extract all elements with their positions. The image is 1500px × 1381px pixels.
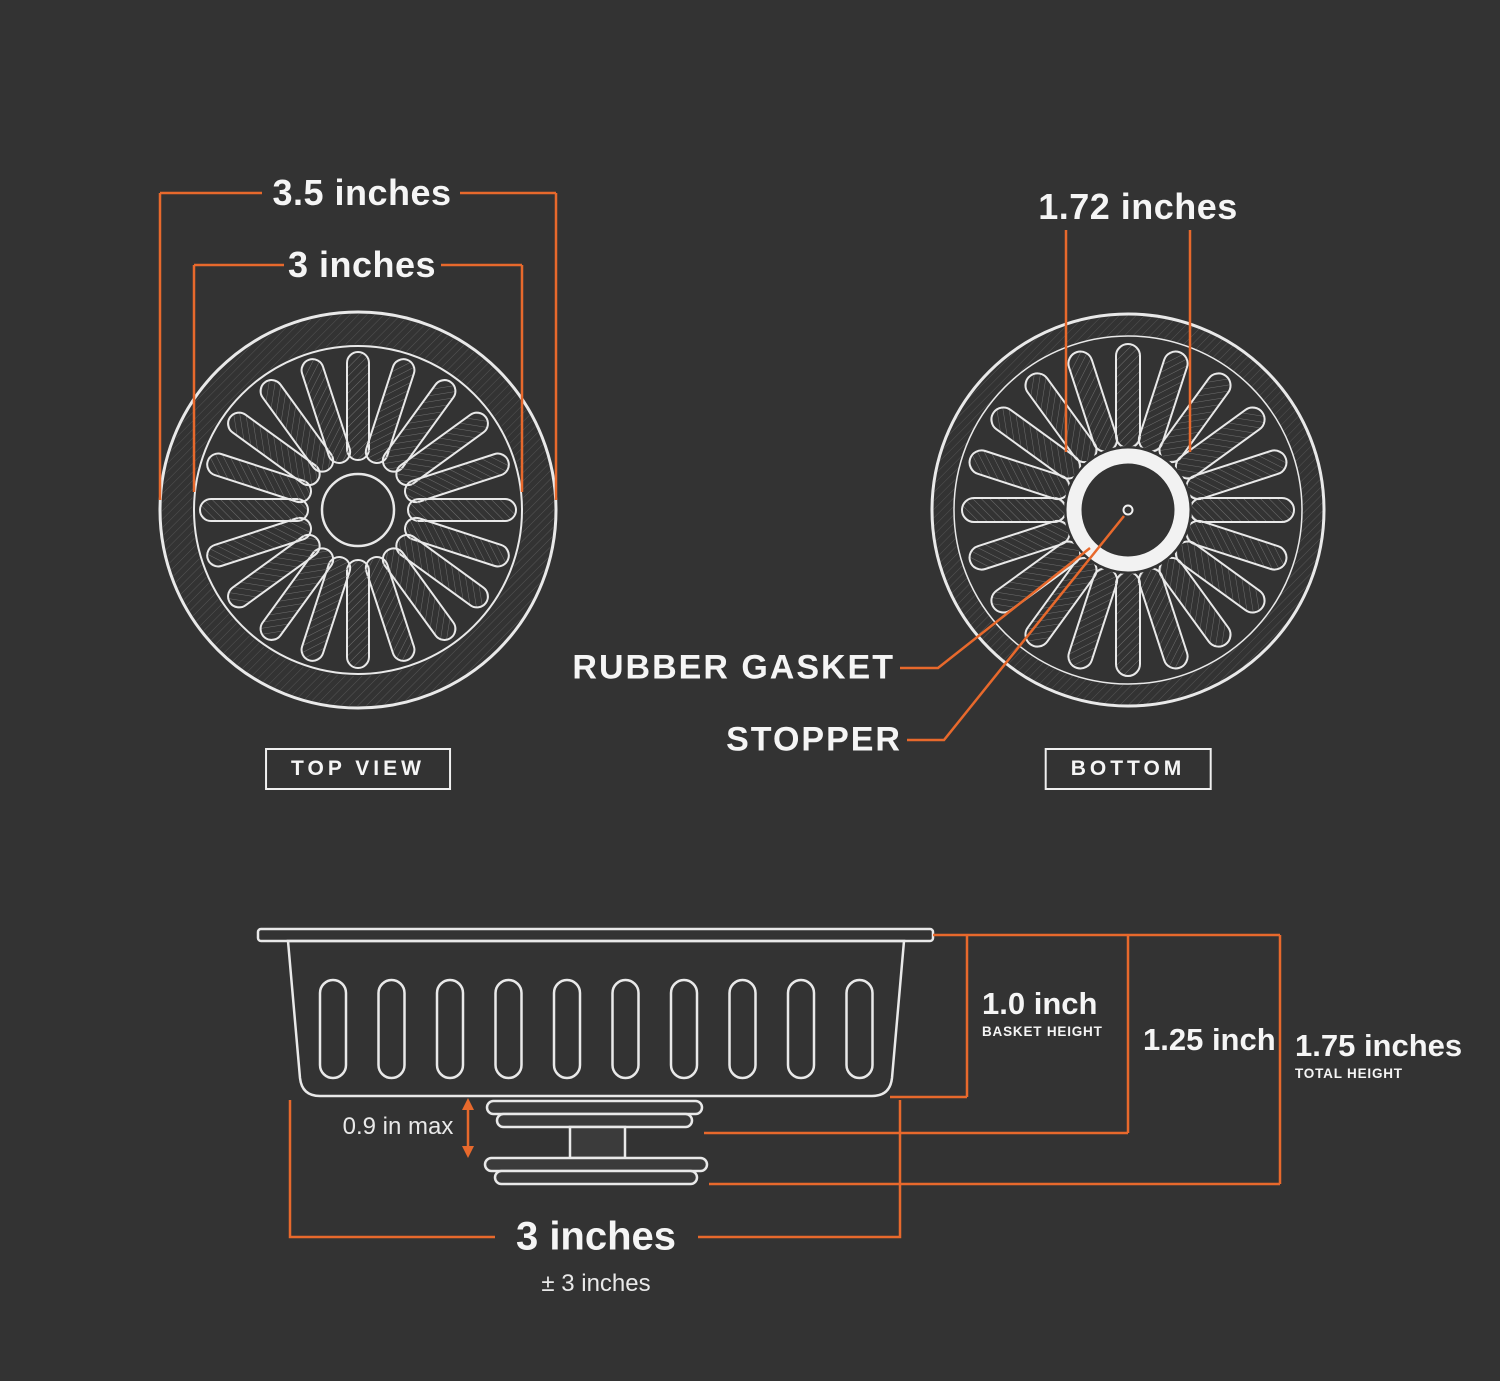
stopper-pin [1122, 504, 1134, 516]
bottom-view-caption: BOTTOM [1044, 748, 1212, 790]
top-view-drawing [158, 310, 558, 710]
total-height-value: 1.75 inches [1295, 1028, 1463, 1063]
total-height-caption: TOTAL HEIGHT [1295, 1066, 1403, 1081]
bottom-view-drawing [930, 312, 1326, 708]
width-tolerance: ± 3 inches [541, 1270, 651, 1297]
basket-slots [318, 978, 874, 1080]
stopper-drop-dimension: 0.9 in max [342, 1113, 454, 1140]
dimension-lines [158, 191, 1282, 1239]
basket-width-dimension: 3 inches [515, 1214, 677, 1259]
top-view-inner-dimension: 3 inches [287, 244, 437, 285]
top-view-outer-dimension: 3.5 inches [272, 172, 452, 213]
total-height-dimension: 1.75 inches TOTAL HEIGHT [1295, 1028, 1462, 1081]
rubber-gasket-ring [1066, 448, 1190, 572]
basket-height-dimension: 1.0 inch BASKET HEIGHT [982, 986, 1103, 1039]
stopper-leader [907, 515, 1125, 742]
stopper-label: STOPPER [726, 720, 902, 759]
flange [256, 927, 935, 943]
basket-height-value: 1.0 inch [982, 986, 1098, 1021]
top-view-caption: TOP VIEW [265, 748, 451, 790]
flange-height-dimension: 1.25 inch [1143, 1022, 1276, 1057]
basket-body [286, 939, 906, 1098]
side-view-drawing [256, 927, 935, 1186]
bottom-view-gasket-dimension: 1.72 inches [1038, 186, 1238, 227]
rubber-gasket-leader [900, 547, 1091, 670]
rubber-gasket-label: RUBBER GASKET [572, 648, 895, 687]
basket-height-caption: BASKET HEIGHT [982, 1024, 1103, 1039]
stopper-assembly [483, 1099, 709, 1186]
